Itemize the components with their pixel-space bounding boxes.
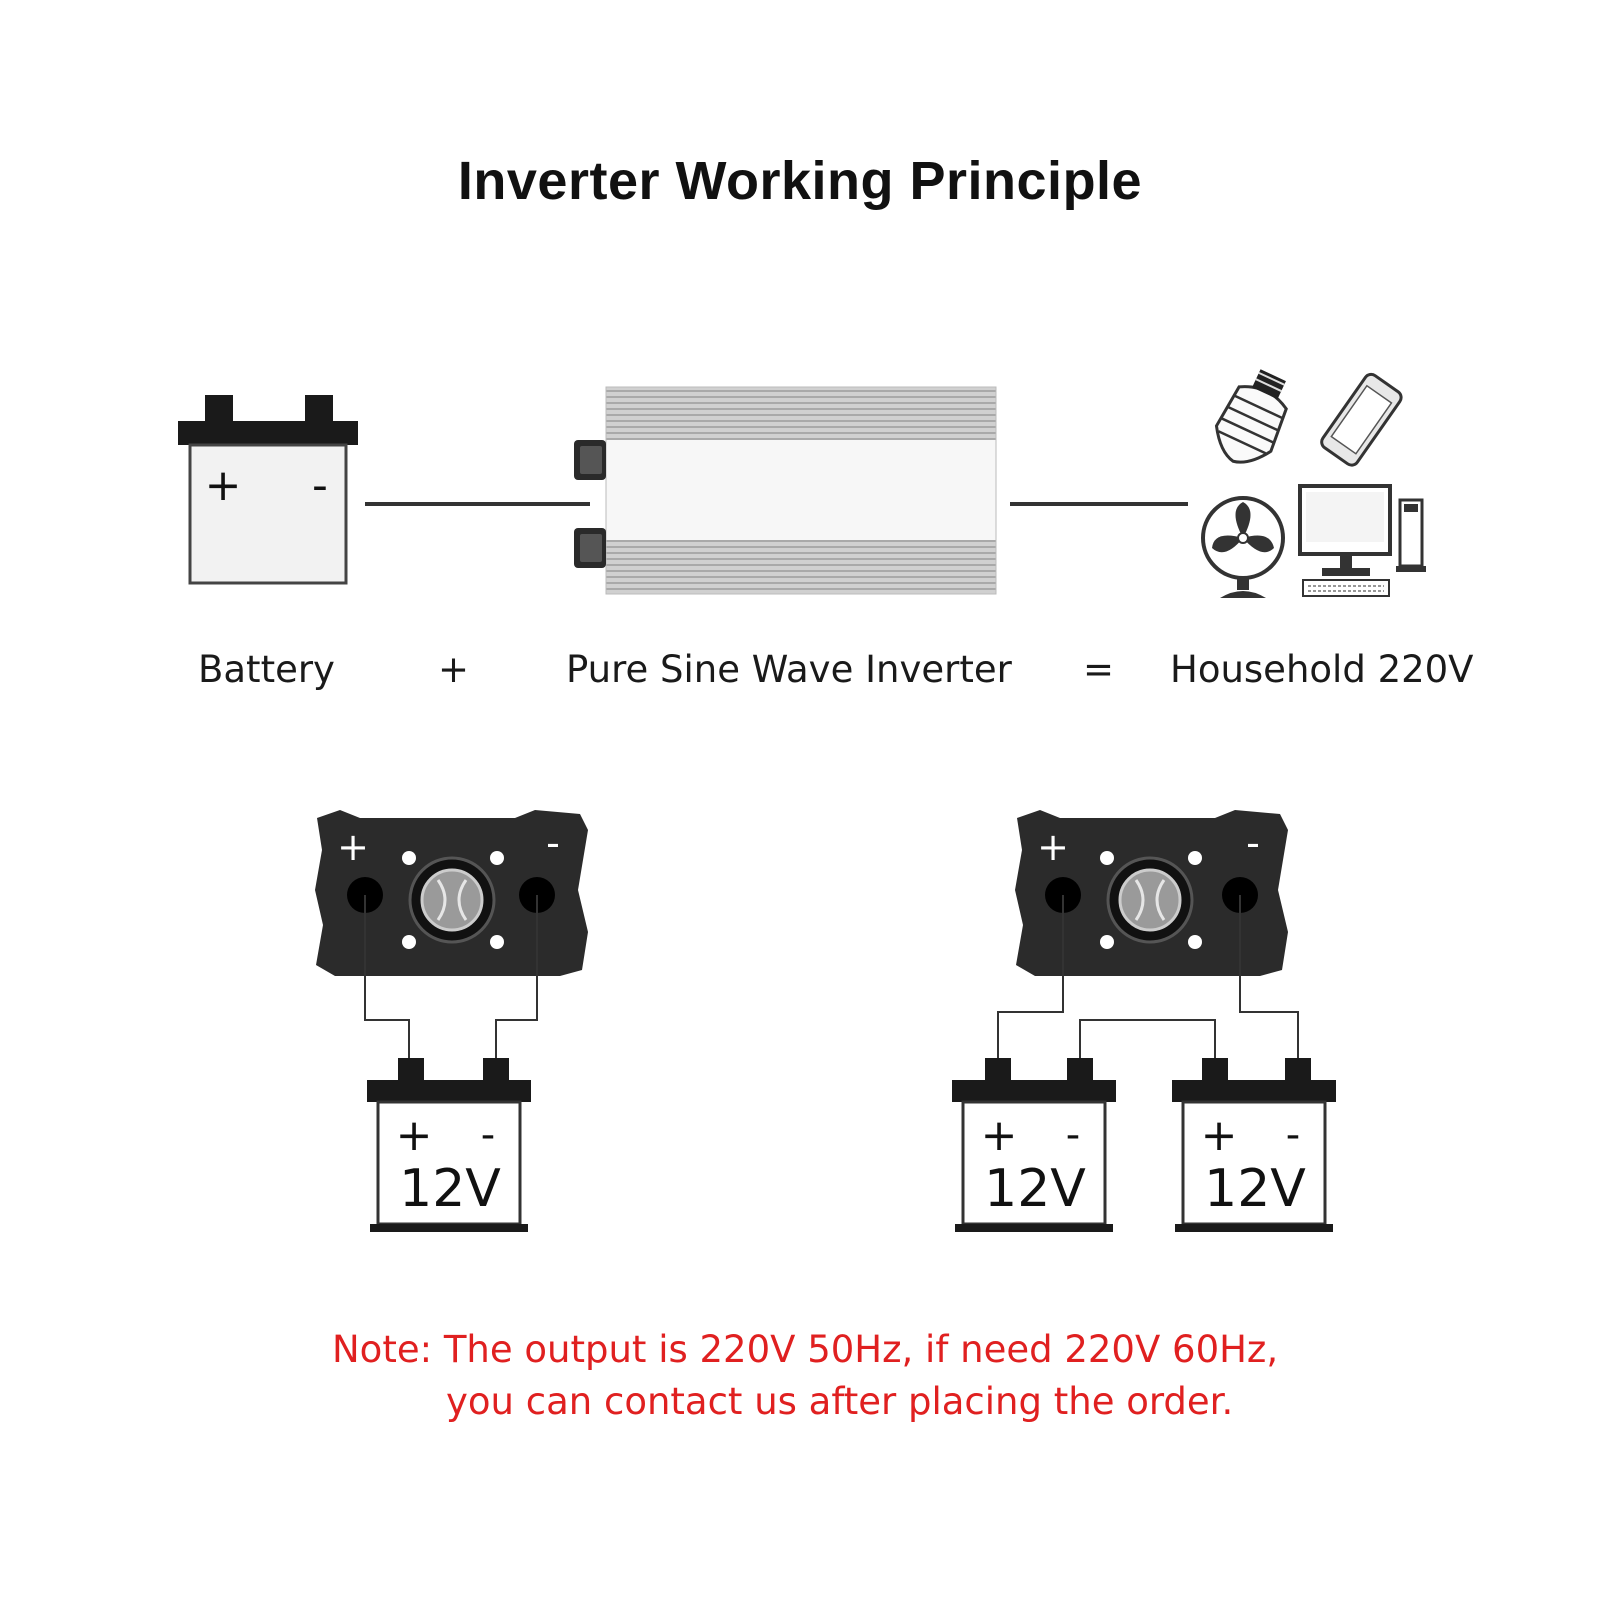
- inverter-left-minus: -: [546, 821, 560, 865]
- battery-left-minus: -: [481, 1112, 495, 1158]
- inverter-left-plus: +: [337, 825, 369, 869]
- battery-12v-left: + - 12V: [367, 1058, 531, 1232]
- wires-left: [364, 895, 538, 1058]
- battery-right-a-plus: +: [981, 1110, 1018, 1161]
- battery-left-voltage: 12V: [399, 1159, 501, 1219]
- battery-right-a-voltage: 12V: [984, 1159, 1086, 1219]
- battery-right-a-minus: -: [1066, 1112, 1080, 1158]
- battery-icon: + -: [178, 395, 358, 585]
- battery-12v-right-b: + - 12V: [1172, 1058, 1336, 1232]
- battery-left-plus: +: [396, 1110, 433, 1161]
- inverter-panel-left: + -: [315, 810, 588, 976]
- fan-icon: [1201, 496, 1285, 598]
- inverter-right-minus: -: [1246, 821, 1260, 865]
- inverter-right-plus: +: [1037, 825, 1069, 869]
- equals-sign: =: [1083, 648, 1115, 691]
- plus-sign: +: [438, 648, 470, 691]
- wires-right: [997, 895, 1299, 1058]
- page-title: Inverter Working Principle: [457, 151, 1143, 211]
- battery-right-b-plus: +: [1201, 1110, 1238, 1161]
- inverter-label: Pure Sine Wave Inverter: [566, 648, 1012, 691]
- battery-12v-right-a: + - 12V: [952, 1058, 1116, 1232]
- computer-icon: [1298, 484, 1426, 597]
- battery-label: Battery: [198, 648, 335, 691]
- household-label: Household 220V: [1170, 648, 1474, 691]
- battery-icon-plus: +: [205, 460, 242, 511]
- inverter-panel-right: + -: [1015, 810, 1288, 976]
- bulb-icon: [1214, 369, 1288, 464]
- phone-icon: [1320, 372, 1403, 467]
- note-line-2: you can contact us after placing the ord…: [446, 1380, 1234, 1423]
- battery-right-b-minus: -: [1286, 1112, 1300, 1158]
- battery-icon-minus: -: [312, 460, 328, 511]
- inverter-icon: [574, 386, 997, 595]
- note-line-1: Note: The output is 220V 50Hz, if need 2…: [332, 1328, 1279, 1371]
- battery-right-b-voltage: 12V: [1204, 1159, 1306, 1219]
